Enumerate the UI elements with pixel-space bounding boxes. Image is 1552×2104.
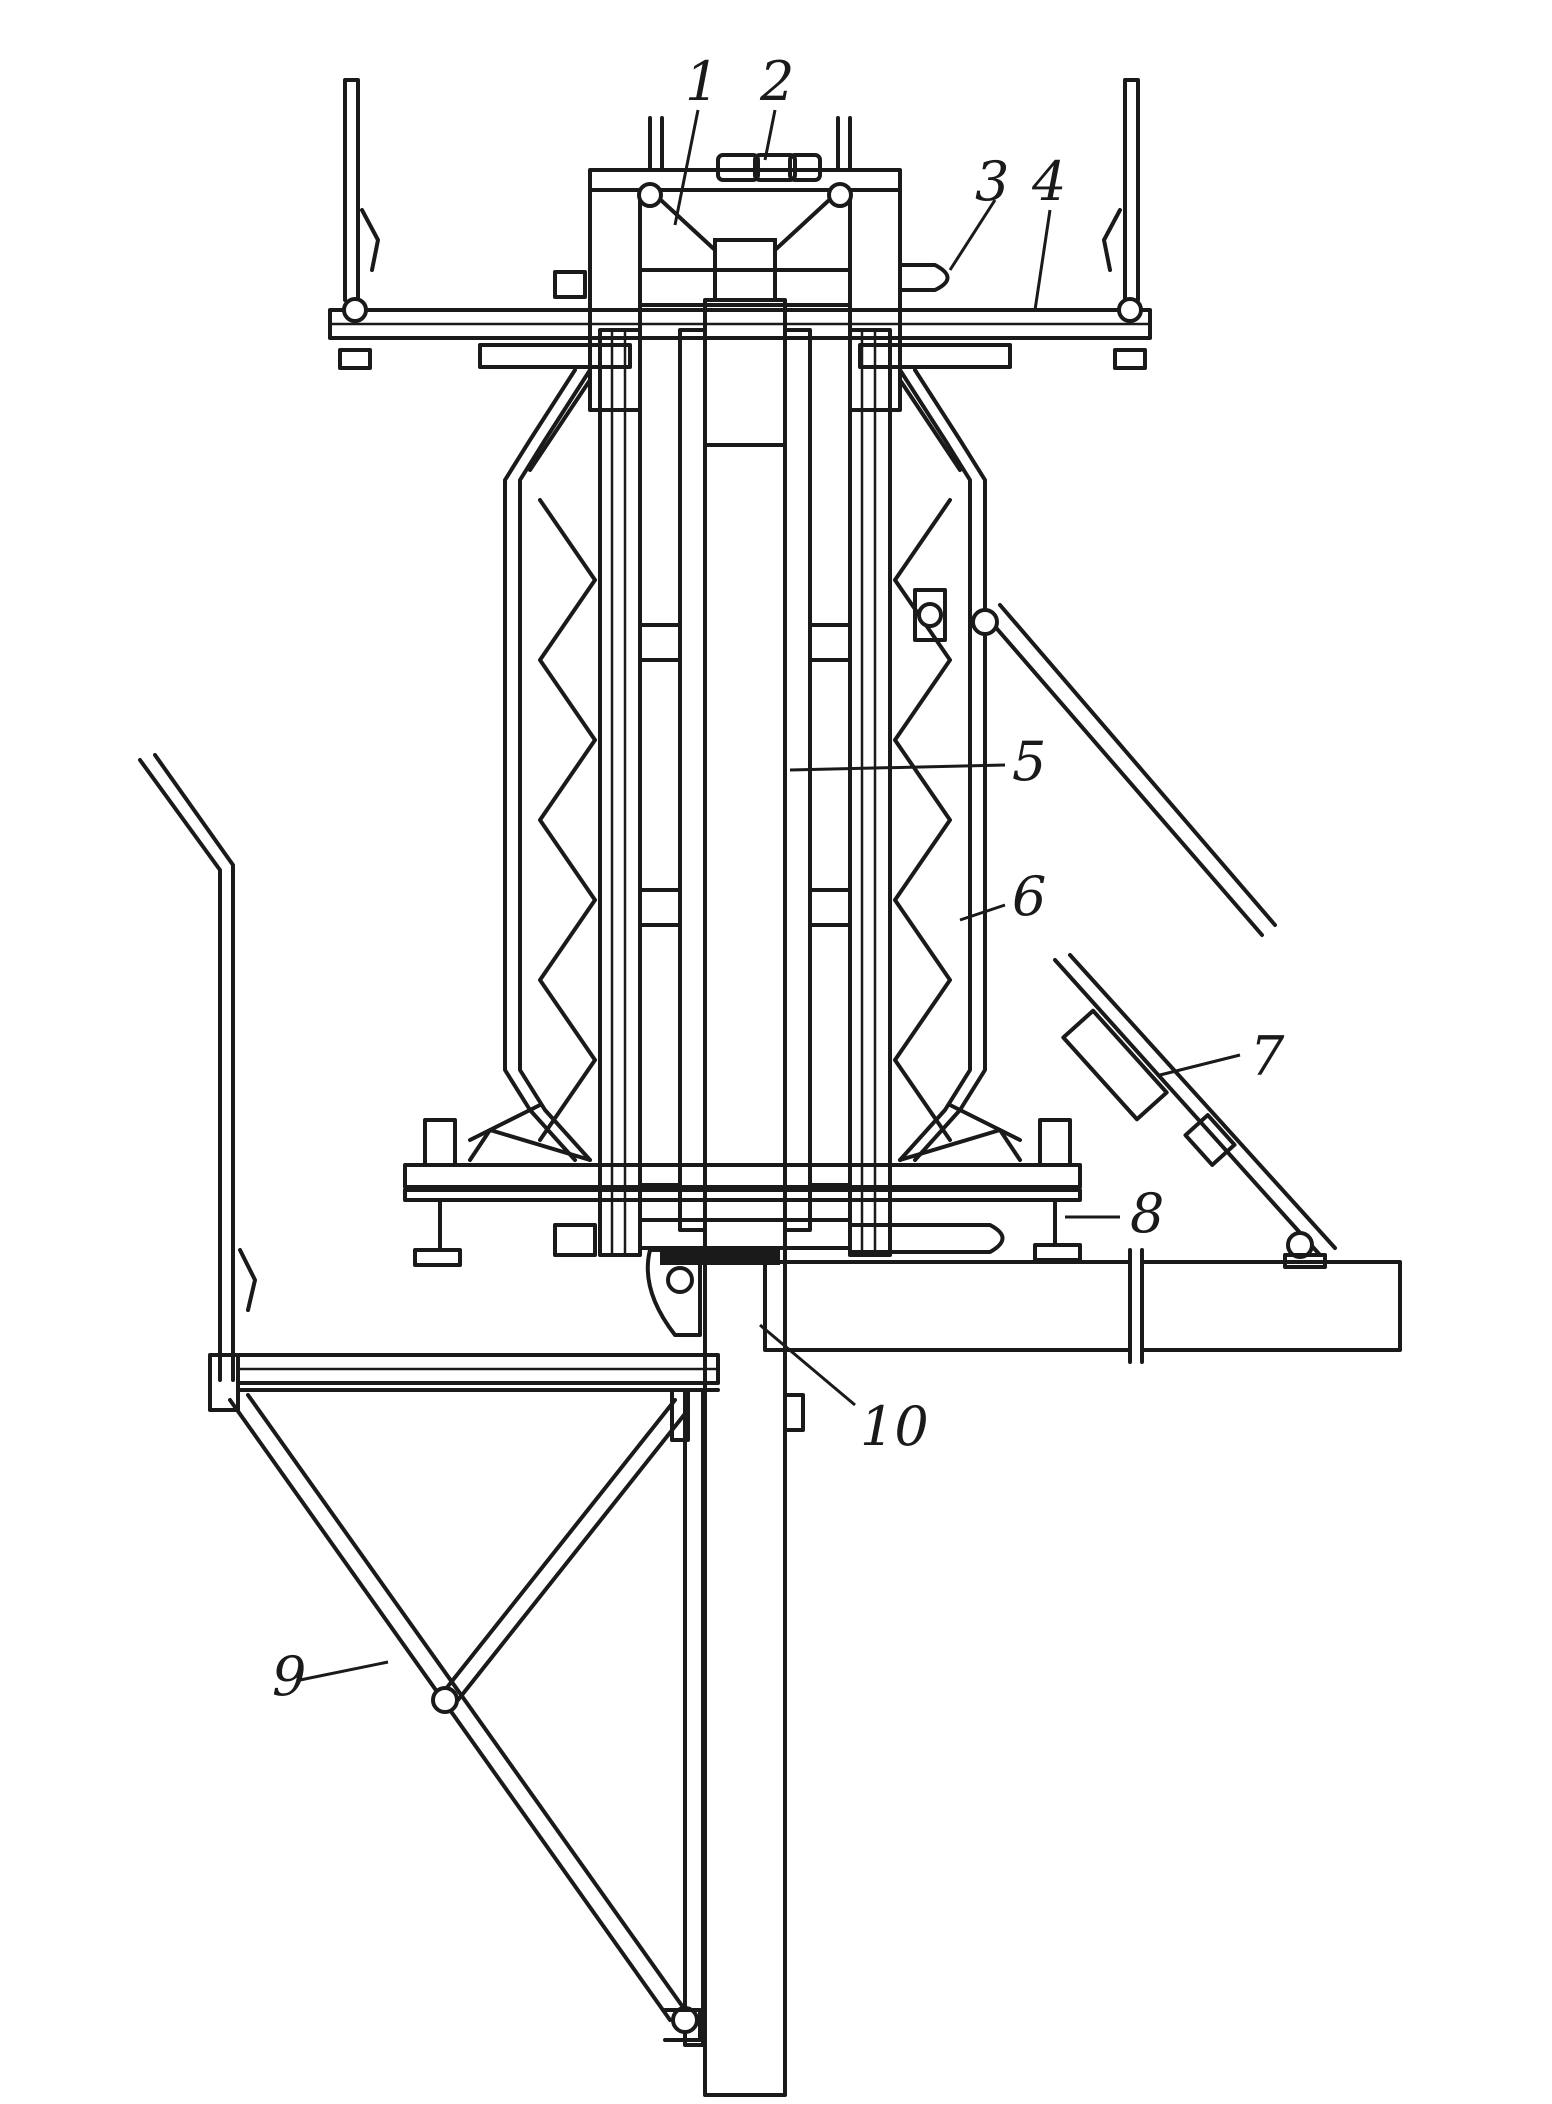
- callout-8: 8: [1130, 1182, 1164, 1245]
- callout-9: 9: [272, 1645, 306, 1708]
- callout-6: 6: [1012, 865, 1046, 928]
- callout-4: 4: [1031, 150, 1066, 213]
- callout-10: 10: [860, 1395, 929, 1458]
- bottom-assembly: [403, 1118, 1082, 1337]
- leader-lines: [299, 109, 1241, 1682]
- callout-1: 1: [685, 50, 719, 113]
- top-assembly: [328, 78, 1152, 412]
- callout-3: 3: [975, 150, 1009, 213]
- brace-turnbuckle: [971, 603, 1337, 1269]
- formwork-panels: [598, 328, 892, 1257]
- scaffold-platform: [138, 753, 805, 2047]
- right-truss: [893, 368, 1022, 1162]
- floor-slab: [763, 1248, 1402, 1364]
- callout-5: 5: [1012, 730, 1046, 793]
- callout-labels: 1 2 3 4 5 6 7 8 9 10: [272, 50, 1285, 1708]
- callout-2: 2: [759, 50, 794, 113]
- callout-7: 7: [1250, 1025, 1285, 1088]
- concrete-wall: [703, 238, 787, 2097]
- left-truss: [468, 368, 597, 1162]
